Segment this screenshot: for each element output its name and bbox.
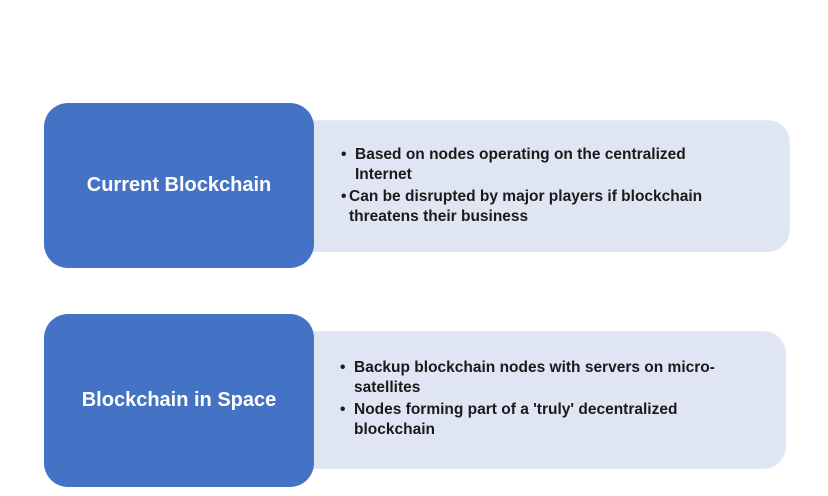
bullet-item: • Nodes forming part of a 'truly' decent… <box>340 400 750 440</box>
row-label: Blockchain in Space <box>81 389 277 411</box>
label-box: Current Blockchain <box>44 103 314 268</box>
bullet-text: Backup blockchain nodes with servers on … <box>354 359 715 396</box>
bullet-item: • Can be disrupted by major players if b… <box>341 187 741 227</box>
bullet-text: Nodes forming part of a 'truly' decentra… <box>354 401 678 438</box>
description-box <box>292 120 790 252</box>
bullet-icon: • <box>341 146 347 163</box>
bullet-icon: • <box>340 401 346 418</box>
bullet-item: • Based on nodes operating on the centra… <box>341 145 741 185</box>
bullet-item: • Backup blockchain nodes with servers o… <box>340 358 750 398</box>
bullet-text: Based on nodes operating on the centrali… <box>355 146 686 183</box>
label-box: Blockchain in Space <box>44 314 314 487</box>
row-blockchain-in-space: Blockchain in Space • Backup blockchain … <box>0 314 828 487</box>
bullet-list: • Based on nodes operating on the centra… <box>341 145 741 229</box>
bullet-text: Can be disrupted by major players if blo… <box>349 188 703 225</box>
row-label: Current Blockchain <box>86 174 272 196</box>
bullet-icon: • <box>340 359 346 376</box>
bullet-list: • Backup blockchain nodes with servers o… <box>340 358 750 442</box>
description-box <box>292 331 786 469</box>
bullet-icon: • <box>341 188 347 205</box>
row-current-blockchain: Current Blockchain • Based on nodes oper… <box>0 103 828 268</box>
